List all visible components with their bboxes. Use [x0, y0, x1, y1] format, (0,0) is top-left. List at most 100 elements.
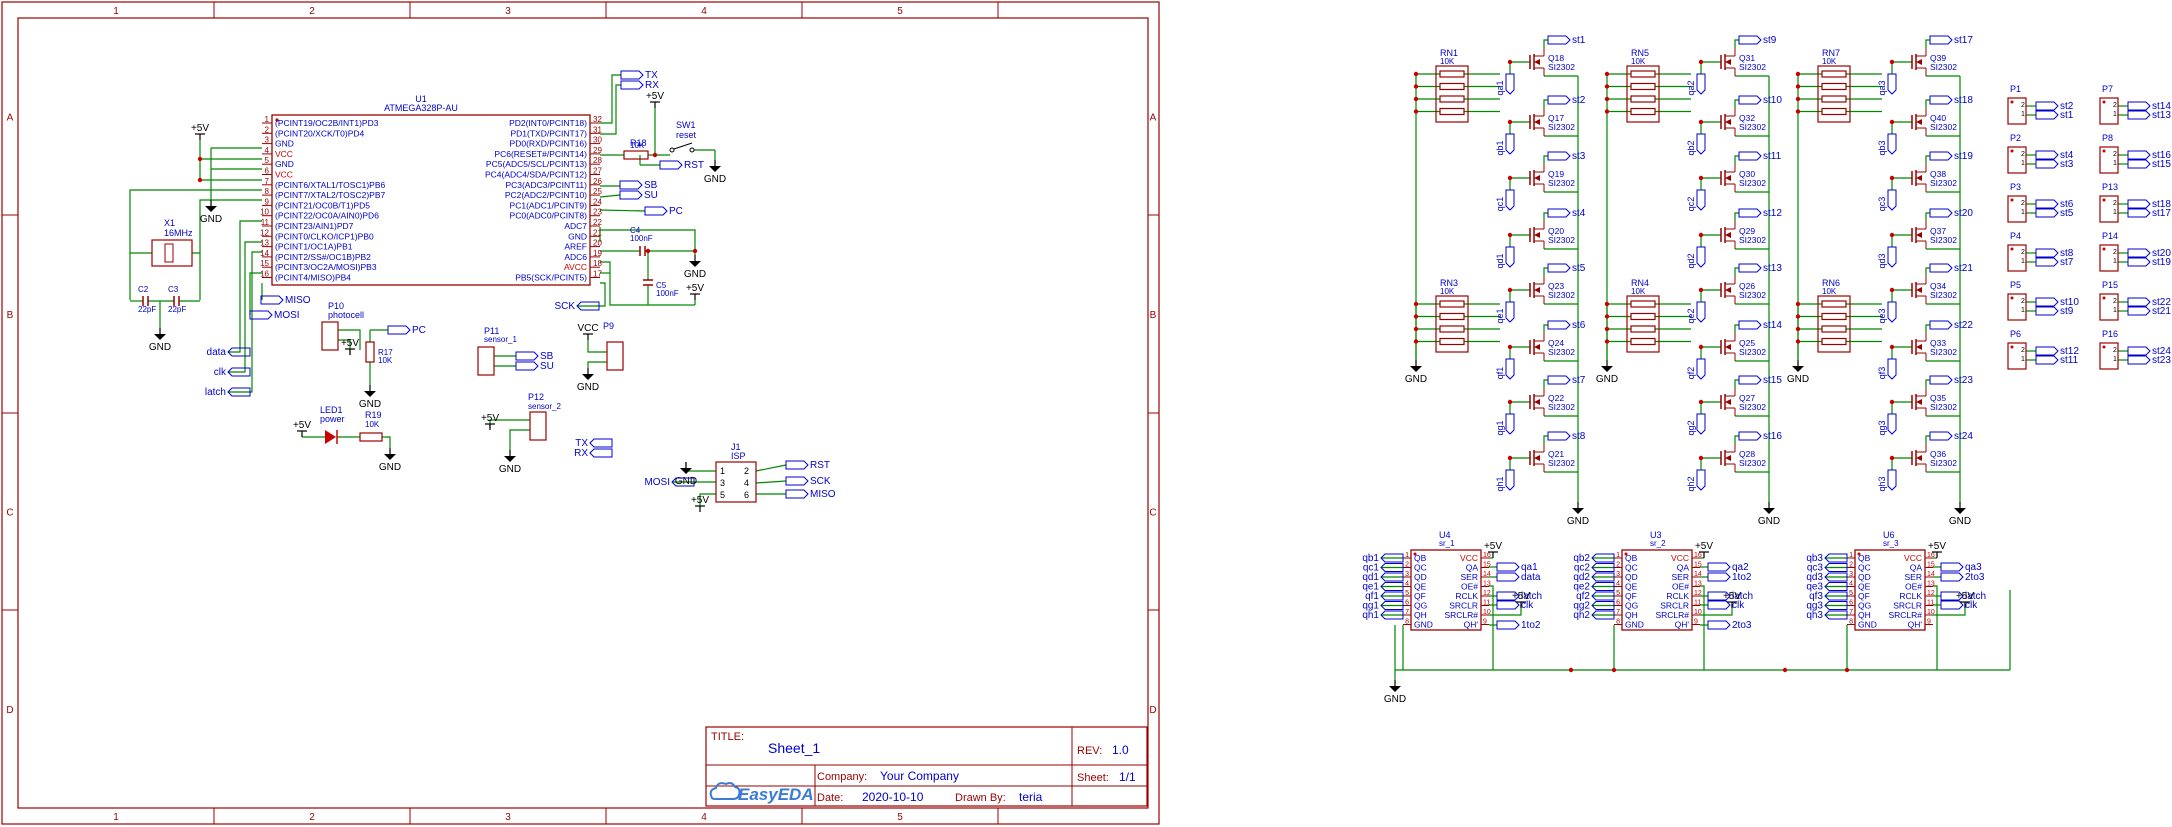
mcu-pin-name: (PCINT2/SS#/OC1B)PB2	[275, 252, 371, 262]
net-flag-label: qc3	[1807, 563, 1824, 574]
mcu-pin-number: 18	[593, 259, 602, 268]
fet-part: SI2302	[1739, 122, 1766, 132]
cap-value: 22pF	[138, 305, 156, 314]
sr-pin-number: 3	[1616, 571, 1620, 578]
sr-pin-number: 11	[1694, 600, 1701, 607]
junction-dot	[1698, 232, 1704, 238]
mcu-pin-name: PC0(ADC0/PCINT8)	[510, 211, 588, 221]
net-flag	[620, 70, 644, 80]
c5-value: 100nF	[656, 289, 679, 298]
net-flag-label: qe1	[1362, 582, 1379, 593]
net-flag-label: qc1	[1363, 563, 1380, 574]
fet-arrow	[1534, 455, 1540, 461]
fet-part: SI2302	[1930, 347, 1957, 357]
mcu-part: ATMEGA328P-AU	[384, 103, 458, 113]
resistor-network	[1626, 295, 1660, 353]
fet-part: SI2302	[1548, 235, 1575, 245]
sr-pin-name: SER	[1905, 572, 1922, 582]
net-flag-label: qf3	[1809, 591, 1823, 602]
net-flag-label: qg3	[1877, 420, 1887, 435]
mcu-pin-name: (PCINT20/XCK/T0)PD4	[275, 128, 365, 138]
net-flag-label: st20	[2152, 248, 2171, 259]
net-flag	[1496, 591, 1520, 601]
net-flag	[785, 489, 809, 499]
sr-pin-name: QH	[1414, 610, 1427, 620]
sr-pin-number: 5	[1616, 590, 1620, 597]
net-flag	[1380, 610, 1404, 620]
connector-pin-num: 2	[2021, 347, 2025, 354]
mcu-pin-name: PC2(ADC2/PCINT10)	[505, 190, 587, 200]
net-flag-vertical	[1696, 301, 1706, 323]
p11-body	[477, 346, 495, 376]
ground-label: GND	[200, 214, 222, 225]
rn-element	[1439, 312, 1465, 321]
wire	[587, 361, 607, 368]
mcu-pin-name: PB5(SCK/PCINT5)	[515, 273, 587, 283]
mcu-pin-name: PC1(ADC1/PCINT9)	[510, 200, 588, 210]
fet-ref: Q40	[1930, 113, 1946, 123]
net-flag	[1591, 582, 1615, 591]
net-flag	[1707, 600, 1731, 610]
net-flag-label: st6	[1572, 320, 1586, 331]
connector-ref: P7	[2102, 84, 2113, 94]
fet-ref: Q24	[1548, 338, 1564, 348]
sr-pin-name: QE	[1858, 582, 1871, 592]
net-flag-label: st24	[1954, 431, 1973, 442]
wire	[1734, 324, 1739, 333]
net-flag	[576, 301, 600, 311]
junction-dot	[1795, 301, 1801, 307]
net-flag-label: st3	[2060, 159, 2074, 170]
r18-ref: R18	[630, 138, 647, 148]
fet-arrow	[1725, 119, 1731, 125]
resistor-r17	[365, 341, 375, 363]
junction-dot	[1604, 84, 1610, 89]
net-flag-label: qd1	[1362, 572, 1379, 583]
net-flag-label: qb1	[1362, 553, 1379, 564]
power-label: +5V	[1484, 541, 1502, 552]
p12-body	[529, 411, 547, 441]
net-flag-label: 2to3	[1965, 572, 1985, 583]
c4-value: 100nF	[630, 234, 653, 243]
net-flag-label: MISO	[285, 295, 311, 306]
net-flag-label: qc1	[1495, 197, 1505, 212]
net-flag-vertical	[1887, 246, 1897, 268]
connector-pin-num: 2	[2113, 102, 2117, 109]
frame-col-label: 1	[113, 812, 119, 823]
connector-body	[2007, 342, 2027, 370]
sr-pin-number: 16	[1694, 552, 1702, 559]
ground-label: GND	[675, 476, 697, 487]
junction-dot	[1507, 399, 1513, 405]
fet-ref: Q36	[1930, 449, 1946, 459]
sr-pin-number: 8	[1849, 619, 1853, 626]
junction-dot	[1795, 326, 1801, 332]
sr-pin-name: SRCLR#	[1888, 610, 1922, 620]
ground-symbol	[384, 454, 396, 460]
wire	[228, 251, 262, 393]
frame-col-label: 2	[309, 812, 315, 823]
sr-pin-name: RCLK	[1899, 591, 1922, 601]
sr-pin-name: QF	[1625, 591, 1637, 601]
mcu-pin-name: (PCINT19/OC2B/INT1)PD3	[275, 118, 379, 128]
net-flag	[1591, 572, 1615, 582]
sr-pin-name: QA	[1677, 563, 1690, 573]
net-flag	[1380, 582, 1404, 591]
net-flag	[1738, 263, 1762, 273]
mcu-pin-number: 23	[593, 208, 602, 217]
sr-pin-name: VCC	[1671, 553, 1689, 563]
ground-symbol	[709, 166, 721, 172]
wire	[1543, 324, 1548, 333]
net-flag-label: qf2	[1686, 367, 1696, 380]
net-flag-label: st5	[2060, 208, 2074, 219]
junction-dot	[1698, 399, 1704, 405]
net-flag-label: qe3	[1806, 582, 1823, 593]
resistor-network	[1817, 295, 1851, 353]
power-label: VCC	[577, 323, 598, 334]
net-flag	[659, 160, 683, 170]
mcu-pin-name: (PCINT21/OC0B/T1)PD5	[275, 200, 370, 210]
mcu-pin-name: (PCINT6/XTAL1/TOSC1)PB6	[275, 180, 385, 190]
fet-ref: Q35	[1930, 393, 1946, 403]
mcu-pin-number: 14	[260, 249, 269, 258]
net-flag	[1824, 591, 1848, 601]
junction-dot	[1604, 109, 1610, 114]
net-flag-label: qe3	[1877, 308, 1887, 323]
